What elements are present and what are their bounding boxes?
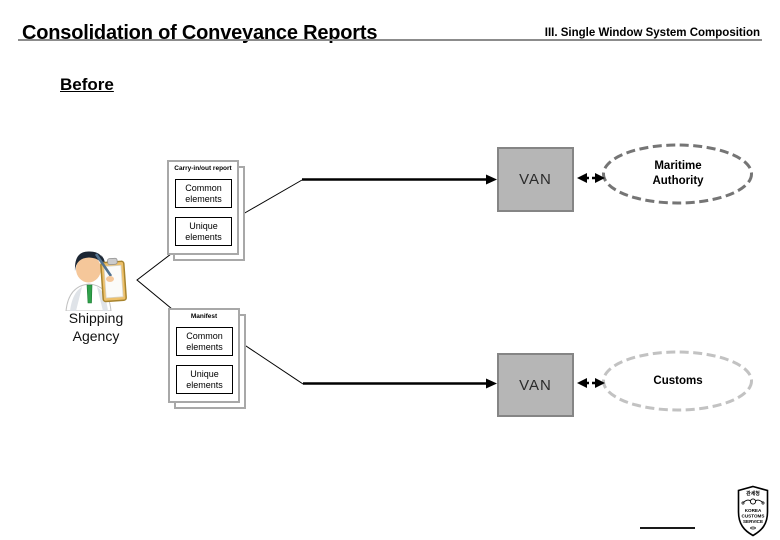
actor-to-documents-line (136, 253, 173, 310)
document-title: Carry-in/out report (174, 165, 232, 172)
emblem-text-customs: CUSTOMS (742, 514, 765, 519)
van-node-customs: VAN (497, 353, 574, 417)
customs-ellipse (602, 350, 753, 412)
report2-to-van2-arrowhead (486, 378, 497, 389)
customs-label: Customs (653, 375, 703, 387)
common-elements-box: Common elements (175, 179, 232, 208)
header-divider (18, 39, 762, 41)
unique-elements-box: Unique elements (176, 365, 233, 394)
van2-customs-left-arrowhead (577, 378, 587, 388)
van1-authority-right-arrowhead (595, 173, 605, 183)
manifest-report-stack: Manifest Common elements Unique elements (168, 308, 246, 409)
van2-customs-right-arrowhead (595, 378, 605, 388)
document-title: Manifest (190, 313, 218, 320)
report2-to-van2-line (242, 343, 304, 385)
document-front-page: Manifest Common elements Unique elements (168, 308, 240, 403)
stage-label-before: Before (60, 75, 114, 94)
document-front-page: Carry-in/out report Common elements Uniq… (167, 160, 239, 255)
emblem-korean-title: 관세청 (746, 490, 760, 497)
korea-customs-service-emblem: 관세청 KOREA CUSTOMS SERVICE (737, 485, 769, 537)
report1-to-van1-arrowhead (486, 174, 497, 185)
van-node-maritime: VAN (497, 147, 574, 212)
footer-page-line (640, 527, 695, 529)
shipping-agency-label: Shipping Agency (68, 310, 124, 345)
person-with-clipboard-icon (65, 251, 127, 311)
van1-authority-left-arrowhead (577, 173, 587, 183)
page-title: Consolidation of Conveyance Reports (22, 22, 378, 44)
maritime-authority-ellipse (602, 143, 753, 205)
section-label: III. Single Window System Composition (544, 27, 760, 39)
maritime-authority-label: Maritime Authority (652, 160, 704, 187)
report1-to-van1-line (242, 179, 303, 215)
emblem-text-korea: KOREA (745, 508, 762, 513)
common-elements-box: Common elements (176, 327, 233, 356)
unique-elements-box: Unique elements (175, 217, 232, 246)
emblem-text-service: SERVICE (743, 519, 763, 524)
carry-in-out-report-stack: Carry-in/out report Common elements Uniq… (167, 160, 245, 261)
